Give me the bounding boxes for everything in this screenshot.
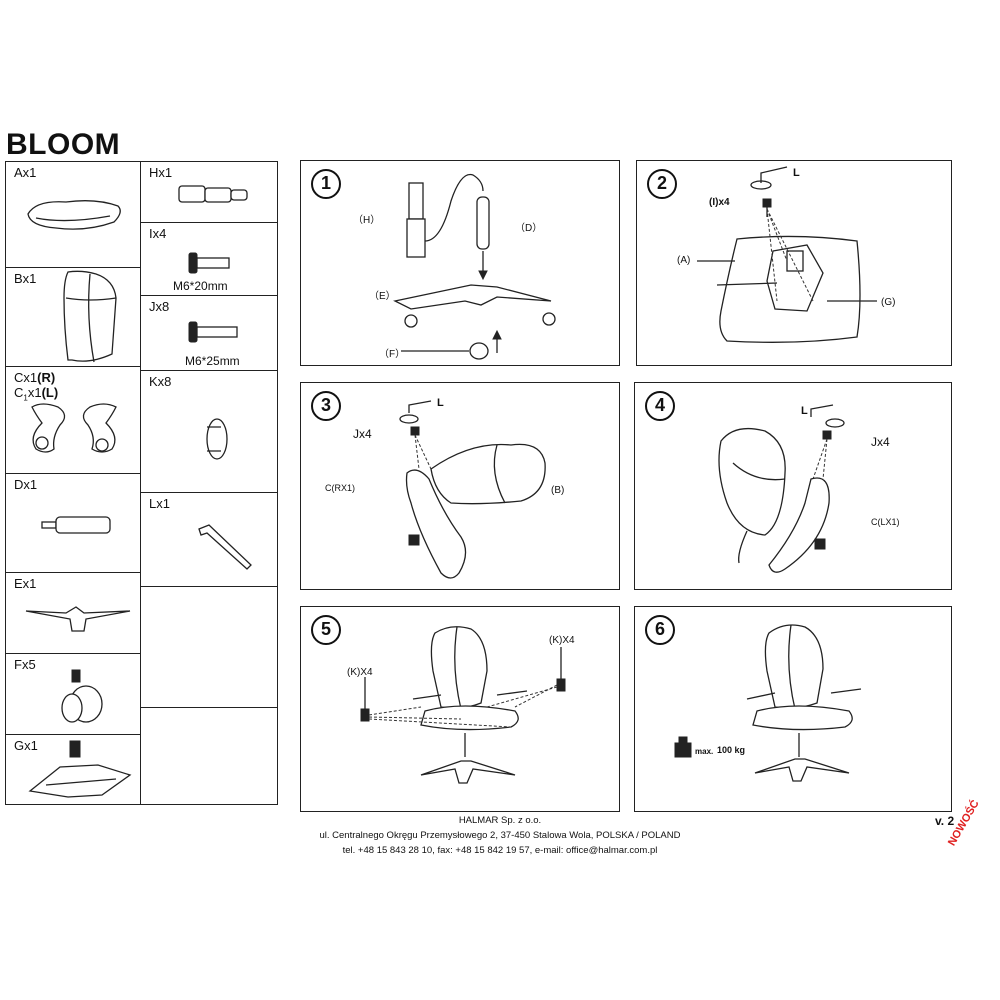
part-label-c1: C [14,385,24,400]
step-1-illustration [393,173,556,360]
step-5-number: 5 [311,615,341,645]
step-2-panel: 2 L (I)x4 (A) (G) [636,160,952,366]
star-base-illustration [25,606,131,632]
step-5-panel: 5 (K)X4 (K)X4 [300,606,620,812]
step-1-label-d: （D） [515,223,543,234]
step-6-number: 6 [645,615,675,645]
step-3-label-l: L [437,397,444,409]
step-3-label-c: C(RX1) [325,483,356,493]
hex-key-illustration [198,524,252,570]
part-spec-j: M6*25mm [185,354,240,368]
step-2-number: 2 [647,169,677,199]
part-label-c1-l: (L) [41,385,59,400]
step-4-illustration [718,404,845,573]
part-label-l: Lx1 [149,496,170,511]
part-label-j: Jx8 [149,299,170,314]
step-6-max-label: max. [695,747,714,756]
step-6-weight-label: 100 kg [717,745,746,755]
step-1-panel: 1 （H） （D） （E） （F） [300,160,620,366]
part-cell-e: Ex1 [5,572,141,654]
part-label-c1-sub: 1 [23,393,28,403]
part-label-c-r: (R) [37,370,56,385]
step-2-label-g: (G) [881,297,896,308]
step-6-panel: 6 max. 100 kg [634,606,952,812]
part-spec-i: M6*20mm [173,279,228,293]
step-2-label-i: (I)x4 [709,197,730,208]
footer-company: HALMAR Sp. z o.o. [458,815,542,826]
part-cell-b: Bx1 [5,267,141,367]
step-4-label-l: L [801,405,808,417]
step-3-panel: 3 L Jx4 C(RX1) (B) [300,382,620,590]
bolt-j-illustration [188,321,238,343]
seat-illustration [27,200,121,230]
part-label-c1-rest: x1 [27,385,42,400]
part-label-i: Ix4 [149,226,167,241]
part-label-e: Ex1 [14,576,37,591]
step-3-label-j: Jx4 [353,427,372,441]
part-label-b: Bx1 [14,271,37,286]
part-cell-c: Cx1(R) C1x1(L) [5,366,141,474]
part-cell-f: Fx5 [5,653,141,735]
armrests-illustration [31,403,117,453]
part-label-a: Ax1 [14,165,37,180]
step-5-label-k-left: (K)X4 [347,667,373,678]
backrest-illustration [63,270,117,363]
part-label-k: Kx8 [149,374,172,389]
step-1-number: 1 [311,169,341,199]
part-cell-l: Lx1 [140,492,278,587]
step-1-label-e: （E） [369,291,396,302]
step-6-illustration [674,624,862,782]
part-label-g: Gx1 [14,738,38,753]
version-label: v. 2 [935,814,955,828]
mechanism-illustration [28,740,132,798]
footer-address: ul. Centralnego Okręgu Przemysłowego 2, … [319,830,681,841]
step-4-label-j: Jx4 [871,435,890,449]
part-cell-empty-1 [140,586,278,708]
caster-illustration [61,669,103,723]
cover-illustration [178,185,248,203]
step-2-label-a: (A) [677,255,691,266]
part-cell-k: Kx8 [140,370,278,493]
part-label-c: Cx1(R) C1x1(L) [14,370,58,403]
step-2-illustration [697,166,877,343]
step-4-number: 4 [645,391,675,421]
part-cell-empty-2 [140,707,278,805]
product-title: BLOOM [6,128,121,161]
part-cell-a: Ax1 [5,161,141,268]
glide-cap-illustration [206,418,228,460]
gas-lift-illustration [41,516,111,534]
step-3-label-b: (B) [551,485,565,496]
bolt-i-illustration [188,252,230,274]
part-label-d: Dx1 [14,477,38,492]
step-5-illustration [360,626,566,784]
step-4-label-c: C(LX1) [871,517,900,527]
part-label-h: Hx1 [149,165,173,180]
part-cell-d: Dx1 [5,473,141,573]
step-4-panel: 4 L Jx4 C(LX1) [634,382,952,590]
part-label-f: Fx5 [14,657,36,672]
part-cell-j: Jx8 M6*25mm [140,295,278,371]
step-5-label-k-right: (K)X4 [549,635,575,646]
part-cell-h: Hx1 [140,161,278,223]
footer-contact: tel. +48 15 843 28 10, fax: +48 15 842 1… [342,845,658,856]
step-3-number: 3 [311,391,341,421]
step-1-label-f: （F） [379,349,406,360]
step-3-illustration [399,400,546,579]
part-cell-i: Ix4 M6*20mm [140,222,278,296]
step-2-label-l: L [793,167,800,179]
step-1-label-h: （H） [353,215,381,226]
part-cell-g: Gx1 [5,734,141,805]
part-label-c-main: Cx1 [14,370,38,385]
